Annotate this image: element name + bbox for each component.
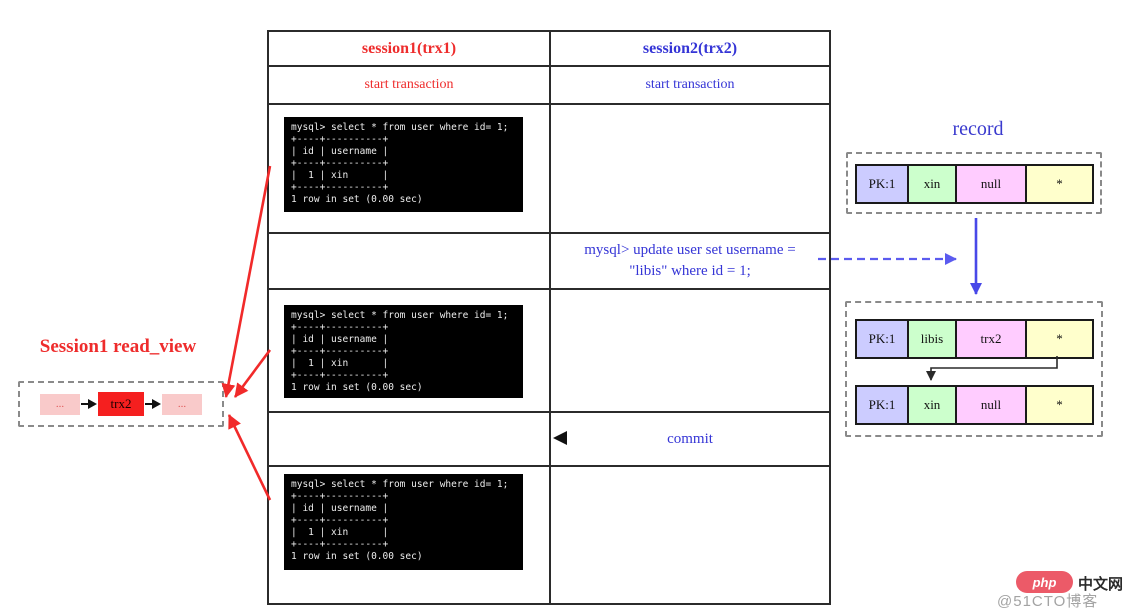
record-row-original: PK:1 xin null * — [855, 164, 1094, 204]
terminal-line: +----+----------+ — [291, 370, 389, 381]
readview-arrow-from-select2 — [233, 349, 272, 398]
terminal-line: | 1 | xin | — [291, 170, 389, 181]
table-header-row: session1(trx1) session2(trx2) — [269, 32, 829, 65]
readview-node-trx2: trx2 — [98, 392, 144, 416]
record-trx-cell: trx2 — [955, 319, 1027, 359]
mysql-terminal-select-1: mysql> select * from user where id= 1; +… — [284, 117, 523, 212]
session2-update-statement: mysql> update user set username = "libis… — [551, 234, 829, 288]
record-trx-cell: null — [955, 164, 1027, 204]
update-statement-line2: "libis" where id = 1; — [629, 263, 751, 279]
record-value-cell: xin — [907, 385, 957, 425]
terminal-line: 1 row in set (0.00 sec) — [291, 382, 423, 393]
record-row-updated: PK:1 libis trx2 * — [855, 319, 1094, 359]
record-pk-cell: PK:1 — [855, 385, 909, 425]
readview-arrow-from-select3 — [227, 414, 272, 501]
next-pointer-icon — [81, 399, 97, 409]
record-value-cell: xin — [907, 164, 957, 204]
readview-node-prev: ... — [40, 393, 80, 415]
terminal-line: | id | username | — [291, 334, 389, 345]
record-pk-cell: PK:1 — [855, 319, 909, 359]
session1-select2-cell — [269, 290, 551, 411]
start-transaction-row: start transaction start transaction — [269, 65, 829, 103]
session2-start-transaction: start transaction — [645, 77, 735, 92]
terminal-line: mysql> select * from user where id= 1; — [291, 310, 509, 321]
terminal-line: +----+----------+ — [291, 346, 389, 357]
record-ptr-cell: * — [1025, 385, 1094, 425]
terminal-line: | 1 | xin | — [291, 527, 389, 538]
terminal-line: 1 row in set (0.00 sec) — [291, 551, 423, 562]
readview-node-next: ... — [162, 393, 202, 415]
record-row-undo: PK:1 xin null * — [855, 385, 1094, 425]
mysql-terminal-select-2: mysql> select * from user where id= 1; +… — [284, 305, 523, 398]
watermark-brand-suffix: 中文网 — [1078, 576, 1123, 593]
terminal-line: +----+----------+ — [291, 158, 389, 169]
record-pk-cell: PK:1 — [855, 164, 909, 204]
record-ptr-cell: * — [1025, 319, 1094, 359]
session2-empty-cell-3 — [551, 467, 829, 603]
php-logo: php — [1016, 571, 1073, 593]
record-value-cell: libis — [907, 319, 957, 359]
terminal-line: +----+----------+ — [291, 322, 389, 333]
session2-commit: commit — [667, 430, 713, 447]
update-statement-line1: mysql> update user set username = — [584, 242, 796, 258]
terminal-line: +----+----------+ — [291, 491, 389, 502]
session1-select1-cell — [269, 105, 551, 232]
session2-header: session2(trx2) — [642, 39, 738, 57]
next-pointer-icon — [145, 399, 161, 409]
mysql-terminal-select-3: mysql> select * from user where id= 1; +… — [284, 474, 523, 570]
session2-empty-cell-1 — [551, 105, 829, 232]
terminal-line: mysql> select * from user where id= 1; — [291, 479, 509, 490]
select2-row — [269, 288, 829, 411]
terminal-line: 1 row in set (0.00 sec) — [291, 194, 423, 205]
select1-row — [269, 103, 829, 232]
session1-start-transaction: start transaction — [269, 67, 551, 103]
commit-row: commit — [269, 411, 829, 465]
session1-header: session1(trx1) — [269, 32, 551, 65]
record-title: record — [952, 118, 1004, 140]
terminal-line: +----+----------+ — [291, 182, 389, 193]
terminal-line: | id | username | — [291, 146, 389, 157]
watermark-credit: @51CTO博客 — [997, 593, 1099, 610]
session1-select3-cell — [269, 467, 551, 603]
readview-box: ... trx2 ... — [18, 381, 224, 427]
record-ptr-cell: * — [1025, 164, 1094, 204]
terminal-line: +----+----------+ — [291, 515, 389, 526]
readview-arrow-from-select1 — [221, 165, 272, 398]
terminal-line: | id | username | — [291, 503, 389, 514]
session1-empty-cell-1 — [269, 234, 551, 288]
select3-row — [269, 465, 829, 603]
terminal-line: mysql> select * from user where id= 1; — [291, 122, 509, 133]
session2-empty-cell-2 — [551, 290, 829, 411]
terminal-line: | 1 | xin | — [291, 358, 389, 369]
terminal-line: +----+----------+ — [291, 134, 389, 145]
record-trx-cell: null — [955, 385, 1027, 425]
record-versions-box — [845, 301, 1103, 437]
readview-title: Session1 read_view — [39, 336, 197, 357]
record-current-box — [846, 152, 1102, 214]
terminal-line: +----+----------+ — [291, 539, 389, 550]
update-row: mysql> update user set username = "libis… — [269, 232, 829, 288]
session1-empty-cell-2 — [269, 413, 551, 465]
